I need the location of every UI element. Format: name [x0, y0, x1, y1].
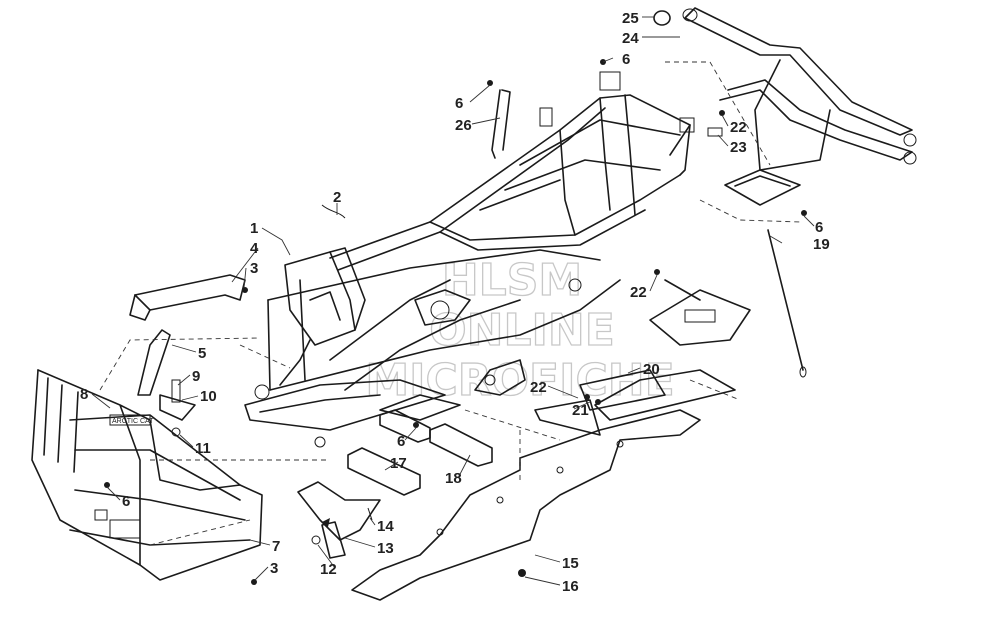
rear-rack [653, 7, 917, 206]
callout-22-frame: 22 [630, 284, 647, 301]
callouts: 25 24 6 6 26 22 23 2 1 4 3 6 19 22 5 9 1… [80, 10, 830, 595]
callout-17: 17 [390, 455, 407, 472]
callout-3-bumper: 3 [270, 560, 278, 577]
callout-6-block: 6 [397, 433, 405, 450]
callout-26: 26 [455, 117, 472, 134]
callout-6-rack: 6 [622, 51, 630, 68]
callout-6-bumper: 6 [122, 493, 130, 510]
callout-21: 21 [572, 402, 589, 419]
callout-22-rack: 22 [730, 119, 747, 136]
callout-2: 2 [333, 189, 341, 206]
watermark-line-2: ONLINE [429, 305, 615, 356]
bumper-decal: ARCTIC CAT [112, 418, 154, 425]
callout-5: 5 [198, 345, 206, 362]
callout-7: 7 [272, 538, 280, 555]
callout-6-rear: 6 [815, 219, 823, 236]
assembly-lines [99, 61, 801, 546]
footrest-assembly [534, 279, 751, 436]
leader-lines [91, 16, 815, 586]
callout-3-front: 3 [250, 260, 258, 277]
callout-16: 16 [562, 578, 579, 595]
callout-22-footrest: 22 [530, 379, 547, 396]
callout-14: 14 [377, 518, 394, 535]
callout-9: 9 [192, 368, 200, 385]
callout-11: 11 [195, 440, 211, 457]
callout-23: 23 [730, 139, 747, 156]
callout-15: 15 [562, 555, 579, 572]
skid-plate [351, 409, 701, 601]
callout-12: 12 [320, 561, 337, 578]
callout-1: 1 [250, 220, 258, 237]
callout-24: 24 [622, 30, 639, 47]
main-frame [244, 71, 695, 448]
front-brackets [129, 274, 246, 437]
callout-25: 25 [622, 10, 639, 27]
callout-8: 8 [80, 386, 88, 403]
callout-13: 13 [377, 540, 394, 557]
callout-10: 10 [200, 388, 217, 405]
callout-20: 20 [643, 361, 660, 378]
watermark-line-1: HLSM [442, 255, 582, 306]
callout-19: 19 [813, 236, 830, 253]
small-parts [104, 59, 807, 585]
callout-4: 4 [250, 240, 259, 257]
front-bumper: ARCTIC CAT [31, 369, 263, 581]
callout-6-rod: 6 [455, 95, 463, 112]
callout-18: 18 [445, 470, 462, 487]
